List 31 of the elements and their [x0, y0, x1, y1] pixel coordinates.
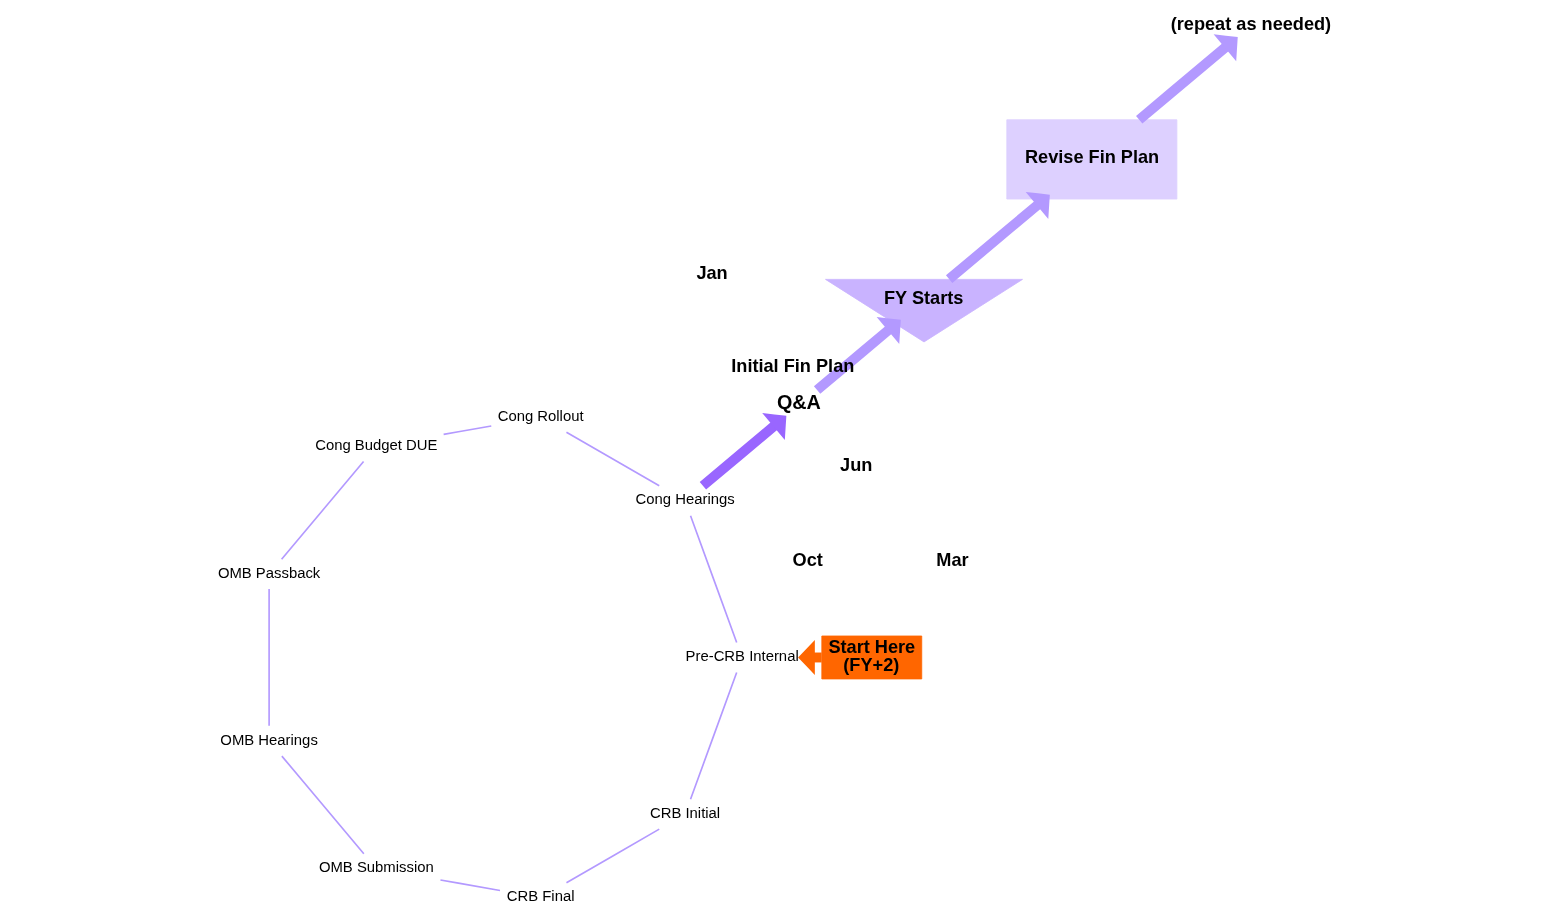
node-text: Q&A: [776, 391, 821, 414]
label: Jan: [695, 262, 728, 283]
arrow: [945, 191, 1050, 283]
connector: [565, 828, 660, 884]
label: Oct: [792, 550, 823, 571]
node-box: Start Here (FY+2): [820, 635, 922, 680]
node-text: Cong Budget DUE: [314, 436, 437, 453]
arrow: [1135, 34, 1238, 124]
connector: [689, 514, 737, 644]
node-text: Pre-CRB Internal: [685, 648, 799, 665]
node-text: OMB Submission: [318, 859, 434, 876]
connector: [565, 431, 660, 487]
connector: [267, 588, 270, 727]
edge-label: Initial Fin Plan: [730, 356, 854, 377]
label: Mar: [935, 550, 969, 571]
connector: [280, 460, 364, 560]
node-text: Cong Rollout: [497, 407, 584, 424]
node-text: Cong Hearings: [635, 491, 735, 508]
connector: [689, 671, 737, 801]
node-text: OMB Passback: [217, 564, 320, 581]
arrow: [813, 317, 901, 394]
node-text: (repeat as needed): [1170, 14, 1331, 35]
arrow: [699, 413, 786, 490]
connector: [439, 879, 501, 892]
node-text: OMB Hearings: [219, 731, 318, 748]
node-box: Revise Fin Plan: [1005, 119, 1177, 200]
connector: [442, 425, 492, 436]
node-text: CRB Final: [506, 888, 574, 905]
node-text: CRB Initial: [649, 804, 720, 821]
label: Jun: [839, 454, 872, 475]
connector: [280, 755, 365, 855]
